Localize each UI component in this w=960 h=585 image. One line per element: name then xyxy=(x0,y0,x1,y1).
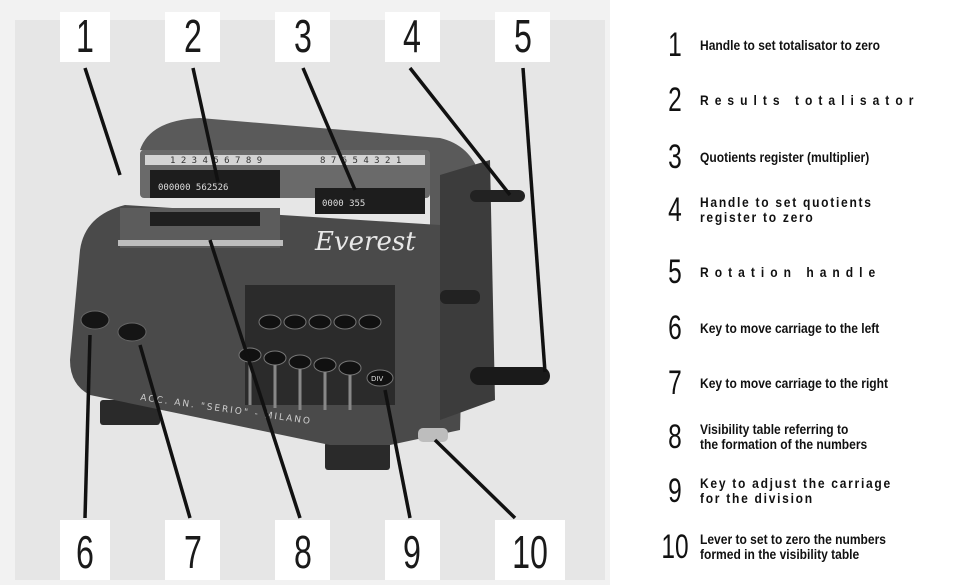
legend-number: 1 xyxy=(668,26,682,64)
legend-description: Quotients register (multiplier) xyxy=(700,148,870,165)
key-stems xyxy=(248,362,352,410)
quotients-window xyxy=(315,188,425,214)
leader-lines xyxy=(83,66,547,520)
legend-line: Key to adjust the carriage xyxy=(700,475,892,491)
right-carriage-key xyxy=(117,322,147,342)
callout-number-3: 3 xyxy=(294,11,312,62)
rotation-handle-arm xyxy=(440,290,480,304)
callout-number-5: 5 xyxy=(514,11,532,62)
legend-line: formed in the visibility table xyxy=(700,546,860,562)
legend-description: Rotation handle xyxy=(700,263,882,280)
legend-description: Results totalisator xyxy=(699,91,920,108)
number-keys xyxy=(238,314,382,376)
legend-item-6: 6 Key to move carriage to the left xyxy=(650,308,955,348)
left-carriage-key xyxy=(80,310,110,330)
legend-line: Lever to set to zero the numbers xyxy=(700,531,887,547)
legend-item-3: 3 Quotients register (multiplier) xyxy=(650,137,955,177)
legend-line: Results totalisator xyxy=(699,91,920,108)
results-display: 000000 562526 xyxy=(158,183,228,193)
callout-number-9: 9 xyxy=(403,527,421,578)
keyboard-recess xyxy=(245,285,395,405)
legend-item-5: 5 Rotation handle xyxy=(650,252,955,292)
rotation-handle-grip xyxy=(470,367,550,385)
legend-number: 3 xyxy=(668,138,682,176)
legend-line: Rotation handle xyxy=(700,263,882,280)
top-scale-left-text: 1 2 3 4 5 6 7 8 9 xyxy=(170,156,262,166)
legend-number: 8 xyxy=(668,418,682,456)
callout-number-6: 6 xyxy=(76,527,94,578)
quotients-display: 0000 355 xyxy=(322,199,365,209)
legend-item-7: 7 Key to move carriage to the right xyxy=(650,363,955,403)
legend-number: 7 xyxy=(668,364,682,402)
quotient-reset-handle xyxy=(470,190,525,202)
calculator-photo: 1 2 3 4 5 6 7 8 9 8 7 6 5 4 3 2 1 000000… xyxy=(0,0,610,585)
legend-line: Key to move carriage to the left xyxy=(700,319,880,336)
callout-numbers: 1 2 3 4 5 6 7 8 9 10 xyxy=(76,11,548,578)
top-scale-right-text: 8 7 6 5 4 3 2 1 xyxy=(320,156,401,166)
top-scale xyxy=(145,155,425,165)
zero-lever xyxy=(418,428,448,442)
legend-number: 9 xyxy=(668,472,682,510)
chrome-strip xyxy=(118,240,283,246)
legend-description: Key to move carriage to the right xyxy=(700,374,889,391)
legend-line: for the division xyxy=(700,490,814,506)
legend-line: register to zero xyxy=(700,209,815,225)
legend-item-1: 1 Handle to set totalisator to zero xyxy=(650,25,955,65)
callout-number-2: 2 xyxy=(184,11,202,62)
callout-number-4: 4 xyxy=(403,11,421,62)
legend-number: 4 xyxy=(668,191,682,229)
legend-line: Quotients register (multiplier) xyxy=(700,148,870,165)
legend-number: 6 xyxy=(668,309,682,347)
legend-line: the formation of the numbers xyxy=(700,436,868,452)
legend-line: Handle to set quotients xyxy=(700,194,873,210)
legend-description: Key to move carriage to the left xyxy=(700,319,880,336)
legend-item-2: 2 Results totalisator xyxy=(650,80,955,120)
div-key xyxy=(366,369,394,387)
legend-number: 2 xyxy=(668,81,682,119)
legend-description: Handle to set totalisator to zero xyxy=(700,36,880,53)
legend-line: Key to move carriage to the right xyxy=(700,374,889,391)
legend-line: Visibility table referring to xyxy=(700,421,849,437)
front-foot xyxy=(325,442,390,470)
div-key-label: DIV xyxy=(371,375,383,383)
callout-boxes-bottom xyxy=(60,520,565,580)
legend-line: Handle to set totalisator to zero xyxy=(700,36,880,53)
callout-boxes-top xyxy=(60,12,550,62)
callout-number-1: 1 xyxy=(76,11,94,62)
callout-number-7: 7 xyxy=(184,527,202,578)
brand-logo: Everest xyxy=(314,227,416,257)
legend: 1 Handle to set totalisator to zero 2 Resul… xyxy=(650,0,955,585)
callout-number-8: 8 xyxy=(294,527,312,578)
callout-number-10: 10 xyxy=(512,527,548,578)
calculator-machine: 1 2 3 4 5 6 7 8 9 8 7 6 5 4 3 2 1 000000… xyxy=(70,118,550,470)
legend-number: 5 xyxy=(668,253,682,291)
legend-number: 10 xyxy=(661,528,689,566)
